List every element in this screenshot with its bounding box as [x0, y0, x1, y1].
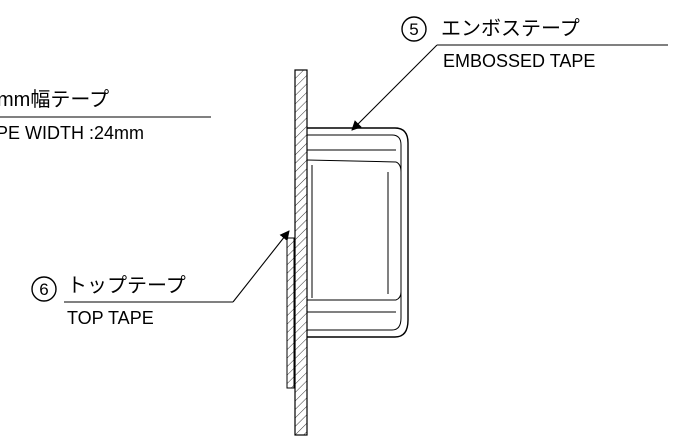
callout-emboss: 5 エンボステープ EMBOSSED TAPE [351, 16, 668, 131]
tape-width-label: mm幅テープ PE WIDTH :24mm [0, 88, 211, 143]
tape-width-label-jp: mm幅テープ [0, 88, 109, 111]
carrier-web [294, 69, 308, 436]
embossed-pocket [306, 127, 409, 338]
callout-emboss-number-circle [401, 16, 427, 42]
carrier-web-outer [294, 69, 308, 436]
pocket-inner-line [307, 134, 402, 331]
callout-top-tape-number-circle [31, 276, 57, 302]
pocket-outline [307, 127, 409, 338]
pocket-top-curve [395, 161, 402, 173]
tape-width-label-en: PE WIDTH :24mm [0, 123, 144, 143]
callout-top-tape-label-en: TOP TAPE [67, 308, 154, 328]
pocket-top-band-2 [306, 159, 397, 163]
callout-emboss-leader [351, 44, 438, 131]
callout-emboss-number: 5 [409, 20, 418, 39]
callout-top-tape-number: 6 [39, 280, 48, 299]
top-tape-section [286, 237, 295, 389]
top-tape-film [286, 237, 295, 389]
pocket-bottom-curve [395, 291, 402, 301]
callout-emboss-label-en: EMBOSSED TAPE [443, 51, 595, 71]
callout-top-tape: 6 トップテープ TOP TAPE [31, 230, 290, 328]
callout-emboss-label-jp: エンボステープ [441, 17, 580, 40]
callout-top-tape-leader [232, 230, 290, 303]
callout-top-tape-label-jp: トップテープ [67, 275, 186, 297]
